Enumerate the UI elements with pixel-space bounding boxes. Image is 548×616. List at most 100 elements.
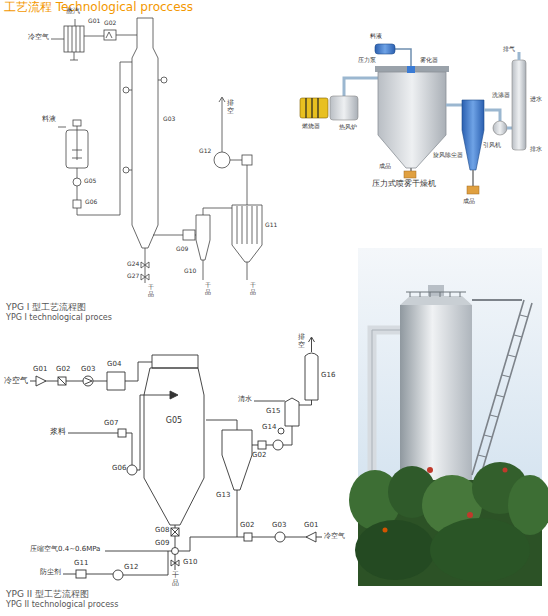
part-label: G24 [127, 261, 139, 268]
part-label: G07 [104, 420, 118, 428]
part-label: G06 [112, 465, 126, 473]
part-label: 压缩空气0.4~0.6MPa [30, 546, 100, 554]
part-label: 排水 [530, 146, 542, 153]
part-label: G06 [85, 199, 97, 206]
spray-dryer-illustration-part [395, 49, 411, 66]
part-label: G08 [155, 527, 169, 535]
spray-dryer-illustration-part [446, 104, 462, 107]
ypg1-flowsheet-part [123, 87, 129, 93]
part-label: 料液 [370, 33, 382, 40]
ypg1-flowsheet [51, 18, 262, 283]
ypg2-flowsheet-part [36, 376, 46, 386]
page-title: 工艺流程 Technological proccess [4, 1, 193, 14]
tower-photo-part [355, 520, 435, 580]
ypg1-flowsheet-part [132, 18, 158, 248]
tower-photo-part [372, 330, 400, 480]
equipment-tag: G16 [321, 372, 335, 380]
ypg1-flowsheet-part [68, 26, 80, 52]
spray-dryer-illustration-part [507, 127, 512, 130]
spray-dryer-illustration-part [407, 66, 415, 73]
part-label: 引风机 [483, 142, 501, 149]
part-label: G05 [84, 178, 96, 185]
tower-photo-part [406, 292, 466, 297]
part-label: G01 [33, 366, 47, 374]
tower-photo-part [478, 315, 528, 457]
ypg1-flowsheet-part [161, 77, 167, 83]
ypg1-flowsheet-part [72, 126, 82, 160]
tower-photo-part [508, 475, 548, 535]
equipment-tag: G13 [216, 492, 230, 500]
ypg2-flowsheet-part [309, 337, 315, 342]
ypg1-flowsheet-part [73, 200, 81, 208]
ypg1-flowsheet-part [84, 36, 104, 37]
ypg1-flowsheet-part [242, 155, 252, 165]
tower-photo-part [400, 305, 472, 480]
part-label: 料液 [42, 116, 56, 124]
part-label: 旋风除尘器 [433, 152, 463, 159]
ypg1-flowsheet-part [153, 235, 183, 236]
scrubber-outline [285, 398, 299, 426]
ypg2-flowsheet-part [170, 391, 178, 399]
ypg1-flowsheet-part [203, 208, 232, 215]
equipment-box: G04 [107, 372, 125, 390]
spray-dryer-illustration-part [375, 44, 395, 54]
tower-photo-part [467, 512, 473, 518]
ypg1-flowsheet-part [219, 97, 225, 102]
part-label: G01 [304, 522, 318, 530]
spray-dryer-illustration-part [404, 171, 416, 178]
ypg2-flowsheet-part [273, 440, 283, 450]
ypg2-flowsheet-part [63, 574, 76, 575]
spray-dryer-illustration-part [306, 98, 318, 118]
ypg1-flowsheet-part [237, 206, 257, 244]
scrubber-outline [285, 398, 299, 426]
part-label: G02 [252, 452, 266, 460]
spray-dryer-illustration-part [467, 186, 479, 194]
ypg2-flowsheet-part [83, 376, 93, 386]
ypg2-flowsheet-part [113, 570, 123, 580]
ypg2-flowsheet-part [171, 528, 179, 536]
part-label: G02 [104, 20, 116, 27]
spray-dryer-illustration-part [462, 100, 484, 170]
ypg2-flowsheet-part [137, 395, 170, 470]
ypg2-flowsheet-part [123, 551, 168, 575]
part-label: G03 [163, 116, 175, 123]
part-label: 热风炉 [339, 124, 357, 131]
ypg2-flowsheet-part [86, 574, 113, 575]
ypg1-flowsheet-part [196, 215, 210, 260]
spray-dryer-illustration-part [375, 66, 449, 72]
cyclone-separator-outline [222, 430, 252, 490]
ypg2-flowsheet-part [58, 377, 66, 385]
pipe-connector [299, 400, 312, 405]
part-label: G01 [88, 18, 100, 25]
spray-dryer-illustration-part [512, 60, 526, 150]
ypg1-flowsheet-part [123, 167, 129, 173]
spray-dryer-illustration-part [300, 98, 328, 118]
ypg2-flowsheet-part [258, 441, 266, 449]
exhaust-column: G16 [305, 352, 318, 400]
ypg1-flowsheet-part [73, 120, 81, 126]
spray-dryer-illustration-part [410, 168, 412, 171]
part-label: 成品 [379, 163, 391, 170]
equipment-box-outline [107, 372, 125, 390]
part-label: 进水 [530, 96, 542, 103]
equipment-tag: G15 [266, 408, 280, 416]
cyclone-separator: G13 [222, 430, 252, 490]
tower-photo-part [383, 528, 388, 533]
equipment-tag: G04 [107, 361, 121, 369]
vertical-label: 干品 [250, 282, 256, 295]
part-label: 防尘剂 [40, 569, 61, 577]
ypg1-flowsheet-part [183, 230, 195, 240]
ypg2-flowsheet-part [118, 429, 126, 437]
ypg1-flowsheet-part [203, 260, 204, 280]
ypg1-flowsheet-part [64, 26, 84, 52]
cyclone-separator-outline [222, 430, 252, 490]
part-label: 清水 [238, 396, 252, 404]
vertical-label: 干品 [148, 284, 154, 297]
ypg2-flowsheet-part [58, 377, 66, 385]
ypg1-flowsheet-part [51, 39, 64, 40]
exhaust-column-outline [305, 352, 318, 400]
part-label: YPG I 型工艺流程图 [6, 303, 86, 313]
ypg2-flowsheet-part [76, 570, 86, 578]
ypg1-flowsheet-part [58, 127, 66, 128]
